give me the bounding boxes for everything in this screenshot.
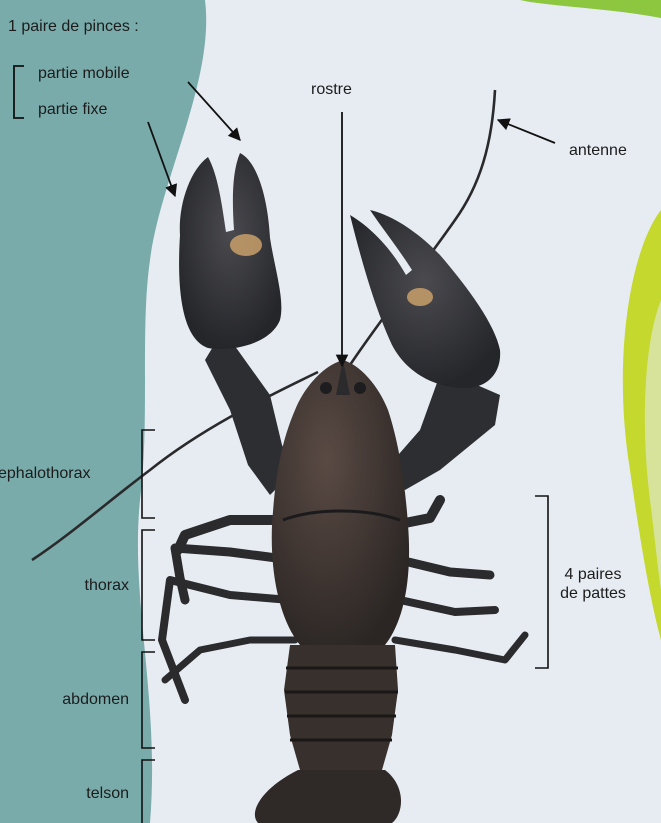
- right-claw-spot: [407, 288, 433, 306]
- abdomen-segments: [284, 645, 398, 770]
- label-antenna: antenne: [569, 141, 627, 160]
- label-thorax: thorax: [50, 576, 129, 595]
- label-legs-line1: 4 paires: [555, 565, 631, 584]
- label-legs-line2: de pattes: [555, 584, 631, 603]
- label-cephalothorax: ephalothorax: [0, 464, 91, 483]
- label-telson: telson: [50, 784, 129, 803]
- label-mobile-part: partie mobile: [38, 64, 130, 83]
- eye-right: [354, 382, 366, 394]
- label-abdomen: abdomen: [20, 690, 129, 709]
- label-rostrum: rostre: [311, 80, 352, 99]
- left-claw-spot: [230, 234, 262, 256]
- eye-left: [320, 382, 332, 394]
- label-fixed-part: partie fixe: [38, 100, 107, 119]
- label-pincers-title: 1 paire de pinces :: [8, 17, 139, 36]
